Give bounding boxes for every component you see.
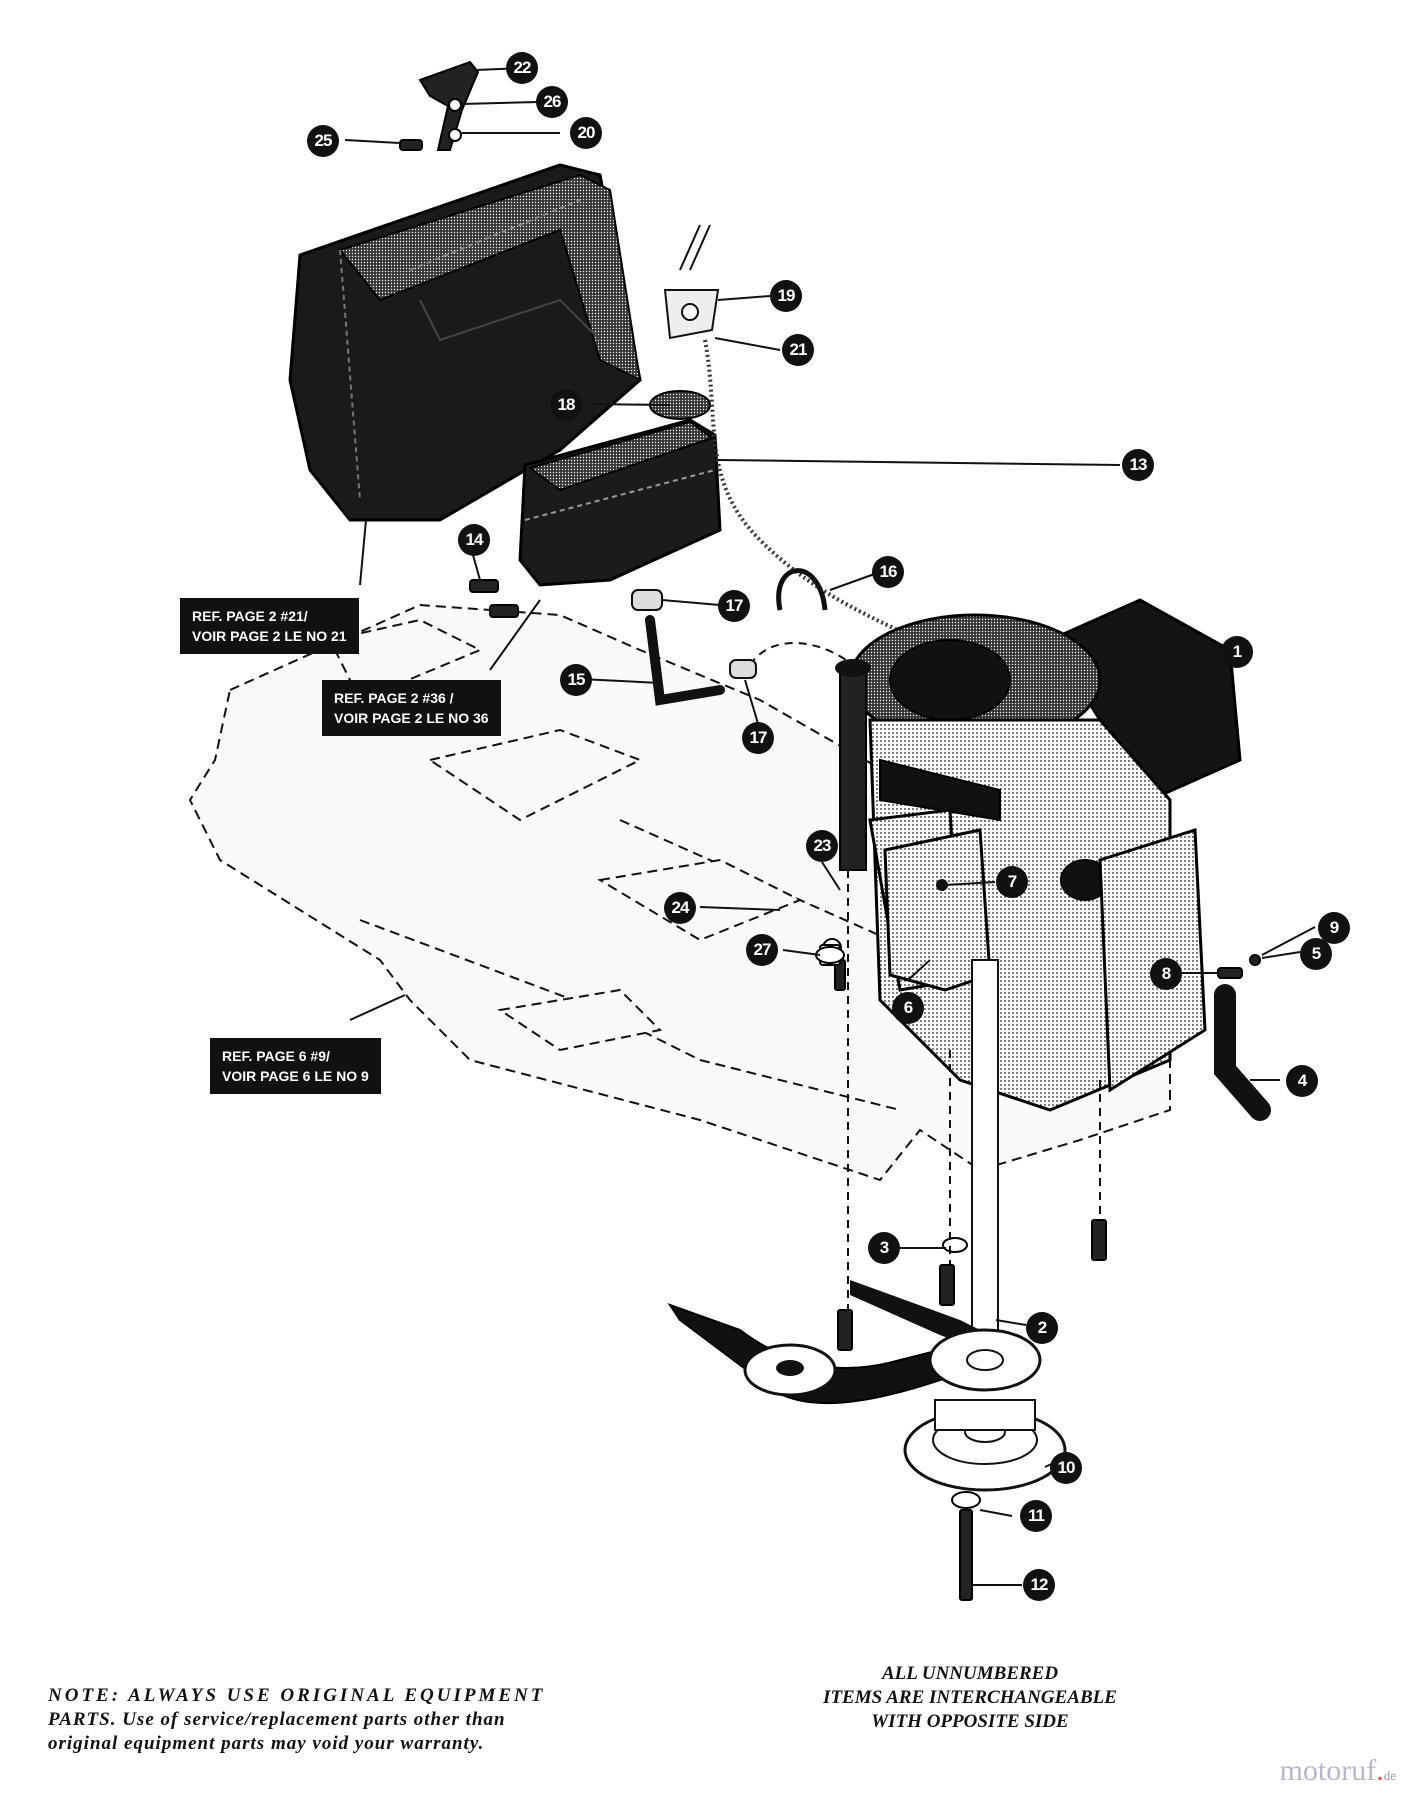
- ref-box-page6-9: REF. PAGE 6 #9/ VOIR PAGE 6 LE NO 9: [210, 1038, 381, 1094]
- hose-clamp-lower: [729, 659, 757, 679]
- ref-box-page2-21: REF. PAGE 2 #21/ VOIR PAGE 2 LE NO 21: [180, 598, 359, 654]
- callout-18: 18: [550, 389, 582, 421]
- callout-26: 26: [536, 86, 568, 118]
- note-line-3: original equipment parts may void your w…: [48, 1733, 485, 1754]
- callout-22: 22: [506, 52, 538, 84]
- ref-line-1: REF. PAGE 2 #21/: [192, 608, 308, 624]
- watermark-main: motoruf: [1279, 1754, 1377, 1787]
- note-line-2: PARTS. Use of service/replacement parts …: [48, 1709, 506, 1730]
- ref-line-1: REF. PAGE 2 #36 /: [334, 690, 454, 706]
- callout-15: 15: [560, 664, 592, 696]
- ref-box-page2-36: REF. PAGE 2 #36 / VOIR PAGE 2 LE NO 36: [322, 680, 501, 736]
- callout-23: 23: [806, 830, 838, 862]
- callout-11: 11: [1020, 1500, 1052, 1532]
- interchangeable-note: ALL UNNUMBERED ITEMS ARE INTERCHANGEABLE…: [770, 1662, 1170, 1734]
- callout-9: 9: [1318, 912, 1350, 944]
- callout-10: 10: [1050, 1452, 1082, 1484]
- throttle-bracket: [663, 224, 720, 340]
- crankshaft: [971, 959, 999, 1341]
- note-line-1: NOTE: ALWAYS USE ORIGINAL EQUIPMENT: [48, 1685, 546, 1706]
- callout-13: 13: [1122, 449, 1154, 481]
- idler-pulley: [743, 1343, 837, 1397]
- callout-19: 19: [770, 280, 802, 312]
- bag-handle: [418, 60, 480, 151]
- muffler: [883, 828, 992, 992]
- dipstick-tube: [835, 659, 871, 871]
- callout-20: 20: [570, 117, 602, 149]
- callout-24: 24: [664, 892, 696, 924]
- callout-14: 14: [458, 524, 490, 556]
- ref-line-2: VOIR PAGE 2 LE NO 36: [334, 710, 489, 726]
- callout-21: 21: [782, 334, 814, 366]
- ref-line-2: VOIR PAGE 6 LE NO 9: [222, 1068, 369, 1084]
- callout-5: 5: [1300, 938, 1332, 970]
- engine-pulley-upper: [928, 1328, 1042, 1392]
- elbow-hose: [1214, 984, 1271, 1121]
- fuel-tank: [518, 390, 722, 587]
- watermark-dot: .: [1376, 1754, 1384, 1787]
- watermark-logo: motoruf.de: [1280, 1754, 1396, 1788]
- callout-17a: 17: [718, 590, 750, 622]
- callout-1: 1: [1221, 636, 1253, 668]
- grass-bag: [288, 163, 642, 522]
- fuel-lines: [645, 615, 725, 706]
- callout-2: 2: [1026, 1312, 1058, 1344]
- vent-line: [776, 568, 828, 611]
- hose-clamp-upper: [631, 589, 663, 611]
- drive-belt-upper: [850, 1280, 990, 1350]
- ref-line-1: REF. PAGE 6 #9/: [222, 1048, 330, 1064]
- callout-12: 12: [1023, 1569, 1055, 1601]
- leader-lines: [344, 67, 1316, 1586]
- callout-4: 4: [1286, 1065, 1318, 1097]
- note-line-1: ALL UNNUMBERED: [881, 1663, 1059, 1684]
- watermark-tld: de: [1383, 1768, 1396, 1783]
- callout-7: 7: [996, 866, 1028, 898]
- callout-8: 8: [1150, 958, 1182, 990]
- callout-6: 6: [892, 992, 924, 1024]
- engine-pulley-lower: [903, 1399, 1067, 1492]
- note-line-3: WITH OPPOSITE SIDE: [871, 1711, 1069, 1732]
- ref-line-2: VOIR PAGE 2 LE NO 21: [192, 628, 347, 644]
- callout-27: 27: [746, 934, 778, 966]
- callout-3: 3: [868, 1232, 900, 1264]
- throttle-cable: [703, 339, 961, 662]
- warranty-note: NOTE: ALWAYS USE ORIGINAL EQUIPMENT PART…: [48, 1684, 545, 1756]
- note-line-2: ITEMS ARE INTERCHANGEABLE: [823, 1687, 1117, 1708]
- callout-16: 16: [872, 556, 904, 588]
- callout-17b: 17: [742, 722, 774, 754]
- callout-25: 25: [307, 125, 339, 157]
